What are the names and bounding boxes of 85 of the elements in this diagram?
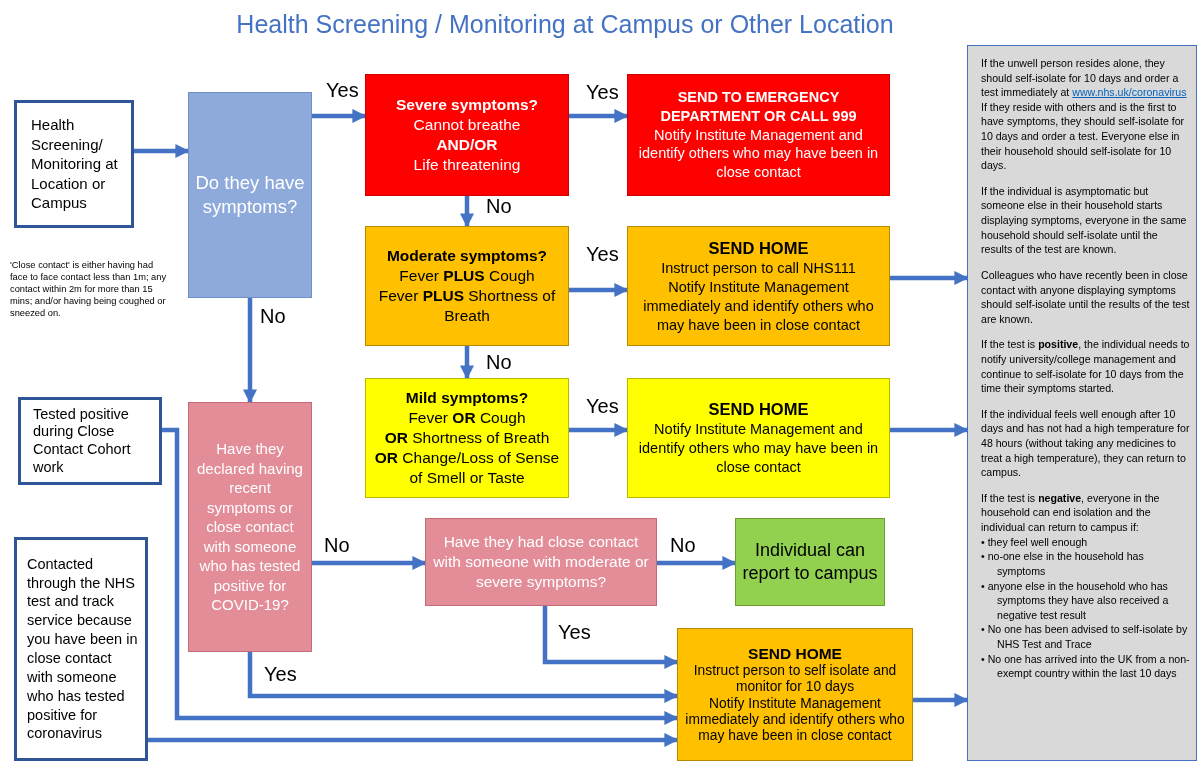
action-box <box>627 226 890 346</box>
arrow <box>569 423 629 437</box>
start-box <box>14 100 134 228</box>
info-paragraph: If the individual is asymptomatic but someone else in their household starts displaying symptoms, everyone in the same household should self-isolate until the results of the test are known. <box>981 183 1188 257</box>
arrow <box>460 346 474 380</box>
info-paragraph: If the test is negative, everyone in the household can end isolation and the individual can return to campus if: <box>981 490 1161 535</box>
info-paragraph: If the unwell person resides alone, they should self-isolate for 10 days and order a test immediately at www.nhs.uk/coronavirus If they reside with others and is the first to have symptoms, they should self-isolate for 10 days and order a test. Everyone else in their household should self-isolate for 10 days. <box>981 56 1188 173</box>
box-heading: SEND HOME <box>747 644 843 663</box>
start-box <box>14 537 148 761</box>
edge-label: Yes <box>584 244 621 264</box>
edge-label: No <box>668 535 698 555</box>
edge-label: No <box>258 306 288 326</box>
box-text: Notify Institute Management and identify others who may have been in close contact <box>637 420 880 477</box>
box-text: Fever PLUS Shortness of Breath <box>377 286 557 327</box>
arrow <box>890 271 969 285</box>
box-text: Notify Institute Management and identify others who may have been in close contact <box>637 125 880 183</box>
arrow <box>134 144 190 158</box>
arrow <box>913 693 969 707</box>
edge-label: Yes <box>584 396 621 416</box>
box-heading: Moderate symptoms? <box>385 245 549 266</box>
arrow <box>657 556 737 570</box>
arrow <box>312 556 427 570</box>
edge-label: Yes <box>584 82 621 102</box>
box-text: Fever OR Cough <box>407 407 527 428</box>
action-box <box>627 378 890 498</box>
edge-label: No <box>484 352 514 372</box>
arrow <box>162 427 679 725</box>
box-text: Contacted through the NHS test and track service because you have been in close contact with someone who has tested positive for coronavirus <box>27 554 139 744</box>
info-paragraph: If the test is positive, the individual needs to notify university/college management and continue to self-isolate for 10 days from the time their symptoms started. <box>981 337 1190 396</box>
box-text: Life threatening <box>412 155 522 176</box>
decision-box <box>188 402 312 652</box>
box-text: Tested positive during Close Contact Cohort work <box>33 405 132 477</box>
arrow <box>148 733 679 747</box>
box-text: Cannot breathe <box>412 114 522 135</box>
box-text: Instruct person to call NHS111 <box>660 259 857 278</box>
edge-label: No <box>322 535 352 555</box>
box-text: Have they had close contact with someone with moderate or severe symptoms? <box>432 531 650 593</box>
outcome-box <box>735 518 885 606</box>
web-link: www.nhs.uk/coronavirus <box>1072 86 1187 99</box>
box-text: Instruct person to self isolate and monitor for 10 days <box>692 662 898 696</box>
list-item: • anyone else in the household who has symptoms they have also received a negative test result <box>981 578 1170 623</box>
start-box <box>18 397 162 485</box>
info-panel <box>967 45 1197 761</box>
arrow <box>247 652 679 703</box>
decision-box <box>425 518 657 606</box>
arrow <box>569 109 629 123</box>
action-box <box>627 74 890 196</box>
box-heading: Severe symptoms? <box>394 94 540 115</box>
list-item: • no-one else in the household has symptoms <box>981 549 1145 579</box>
arrow <box>460 196 474 228</box>
box-text: Have they declared having recent symptoms or close contact with someone who has tested positive for COVID-19? <box>196 439 304 615</box>
box-text: AND/OR <box>435 135 499 155</box>
symptom-box <box>365 378 569 498</box>
box-heading: SEND TO EMERGENCY DEPARTMENT OR CALL 999 <box>659 87 858 126</box>
box-text: Notify Institute Management immediately and identify others who may have been in close contact <box>642 277 875 335</box>
list-item: • they feel well enough <box>981 534 1089 550</box>
symptom-box <box>365 74 569 196</box>
box-heading: Mild symptoms? <box>404 387 530 408</box>
symptom-box <box>365 226 569 346</box>
box-text: Notify Institute Management immediately and identify others who may have been in close contact <box>684 695 906 745</box>
info-paragraph: If the individual feels well enough after 10 days and has not had a high temperature for 48 hours (without taking any medicines to treat a high temperature), they can return to campus. <box>981 406 1190 480</box>
arrow <box>312 109 367 123</box>
info-paragraph: Colleagues who have recently been in close contact with anyone displaying symptoms should self-isolate until the results of the test are known. <box>981 267 1190 327</box>
action-box <box>677 628 913 761</box>
arrow <box>569 283 629 297</box>
arrow <box>243 298 257 404</box>
box-text: OR Shortness of Breath <box>383 427 551 448</box>
list-item: • No one has arrived into the UK from a non-exempt country within the last 10 days <box>981 651 1190 681</box>
box-text: Health Screening/ Monitoring at Location or Campus <box>31 115 119 213</box>
edge-label: Yes <box>556 622 593 642</box>
decision-box <box>188 92 312 298</box>
box-heading: SEND HOME <box>707 237 810 259</box>
edge-label: No <box>484 196 514 216</box>
note-text: 'Close contact' is either having had face to face contact less than 1m; any contact within 2m for more than 15 mins; and/or having being coughed or sneezed on. <box>10 259 168 320</box>
arrow <box>542 606 679 669</box>
list-item: • No one has been advised to self-isolate by NHS Test and Trace <box>981 622 1189 652</box>
diagram-title: Health Screening / Monitoring at Campus or Other Location <box>235 10 895 39</box>
edge-label: Yes <box>262 664 299 684</box>
box-text: Fever PLUS Cough <box>398 265 536 286</box>
box-heading: SEND HOME <box>707 399 810 420</box>
edge-label: Yes <box>324 80 361 100</box>
box-text: Individual can report to campus <box>741 538 879 585</box>
box-text: OR Change/Loss of Sense of Smell or Taste <box>373 448 561 489</box>
box-text: Do they have symptoms? <box>194 170 306 219</box>
arrow <box>890 423 969 437</box>
